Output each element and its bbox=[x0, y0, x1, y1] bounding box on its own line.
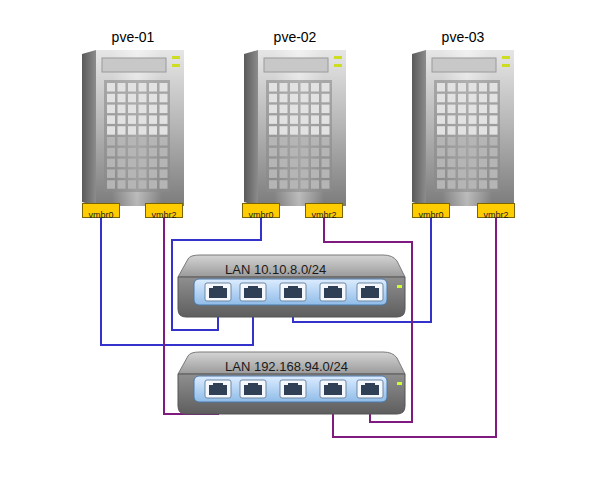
server-node: pve-01 vmbr0 vmbr2 bbox=[78, 28, 188, 220]
status-led bbox=[172, 64, 180, 67]
bridge-port: vmbr0 bbox=[82, 203, 120, 218]
port-label: vmbr2 bbox=[311, 209, 336, 222]
switch-led bbox=[397, 285, 402, 288]
ethernet-port bbox=[240, 380, 266, 398]
lan-label: LAN 192.168.94.0/24 bbox=[225, 359, 348, 375]
lan-label: LAN 10.10.8.0/24 bbox=[225, 262, 326, 278]
network-switch: LAN 10.10.8.0/24 bbox=[178, 255, 405, 315]
port-label: vmbr2 bbox=[483, 209, 508, 222]
server-grille bbox=[266, 80, 332, 192]
status-led bbox=[502, 64, 510, 67]
ethernet-port bbox=[357, 380, 383, 398]
ethernet-port bbox=[280, 380, 306, 398]
ethernet-port bbox=[205, 283, 231, 301]
server-front bbox=[96, 50, 184, 206]
ethernet-port bbox=[240, 283, 266, 301]
server-side bbox=[412, 50, 426, 206]
network-switch: LAN 192.168.94.0/24 bbox=[178, 352, 405, 412]
server-panel bbox=[102, 58, 166, 72]
server-node: pve-02 vmbr0 vmbr2 bbox=[240, 28, 350, 220]
switch-front bbox=[178, 277, 405, 317]
status-led bbox=[502, 56, 510, 59]
switch-top bbox=[178, 352, 405, 374]
bridge-port: vmbr2 bbox=[477, 203, 515, 218]
server-front bbox=[258, 50, 346, 206]
server-name: pve-03 bbox=[408, 28, 518, 46]
server-grille bbox=[104, 80, 170, 192]
status-led bbox=[172, 56, 180, 59]
bridge-port: vmbr0 bbox=[412, 203, 450, 218]
server-name: pve-02 bbox=[240, 28, 350, 46]
server-side bbox=[244, 50, 258, 206]
port-strip bbox=[194, 376, 387, 402]
ethernet-port bbox=[320, 380, 346, 398]
server-name: pve-01 bbox=[78, 28, 188, 46]
ethernet-port bbox=[280, 283, 306, 301]
ethernet-port bbox=[320, 283, 346, 301]
status-led bbox=[334, 64, 342, 67]
switch-front bbox=[178, 374, 405, 414]
server-panel bbox=[432, 58, 496, 72]
port-label: vmbr0 bbox=[88, 209, 113, 222]
status-led bbox=[334, 56, 342, 59]
server-tower bbox=[82, 50, 184, 206]
server-side bbox=[82, 50, 96, 206]
server-node: pve-03 vmbr0 vmbr2 bbox=[408, 28, 518, 220]
server-front bbox=[426, 50, 514, 206]
bridge-port: vmbr2 bbox=[145, 203, 183, 218]
bridge-port: vmbr0 bbox=[242, 203, 280, 218]
port-strip bbox=[194, 279, 387, 305]
ethernet-port bbox=[357, 283, 383, 301]
switch-led bbox=[397, 382, 402, 385]
server-panel bbox=[264, 58, 328, 72]
switch-top bbox=[178, 255, 405, 277]
port-label: vmbr0 bbox=[418, 209, 443, 222]
ethernet-port bbox=[205, 380, 231, 398]
port-label: vmbr0 bbox=[248, 209, 273, 222]
bridge-port: vmbr2 bbox=[305, 203, 343, 218]
server-tower bbox=[244, 50, 346, 206]
port-label: vmbr2 bbox=[151, 209, 176, 222]
server-grille bbox=[434, 80, 500, 192]
server-tower bbox=[412, 50, 514, 206]
